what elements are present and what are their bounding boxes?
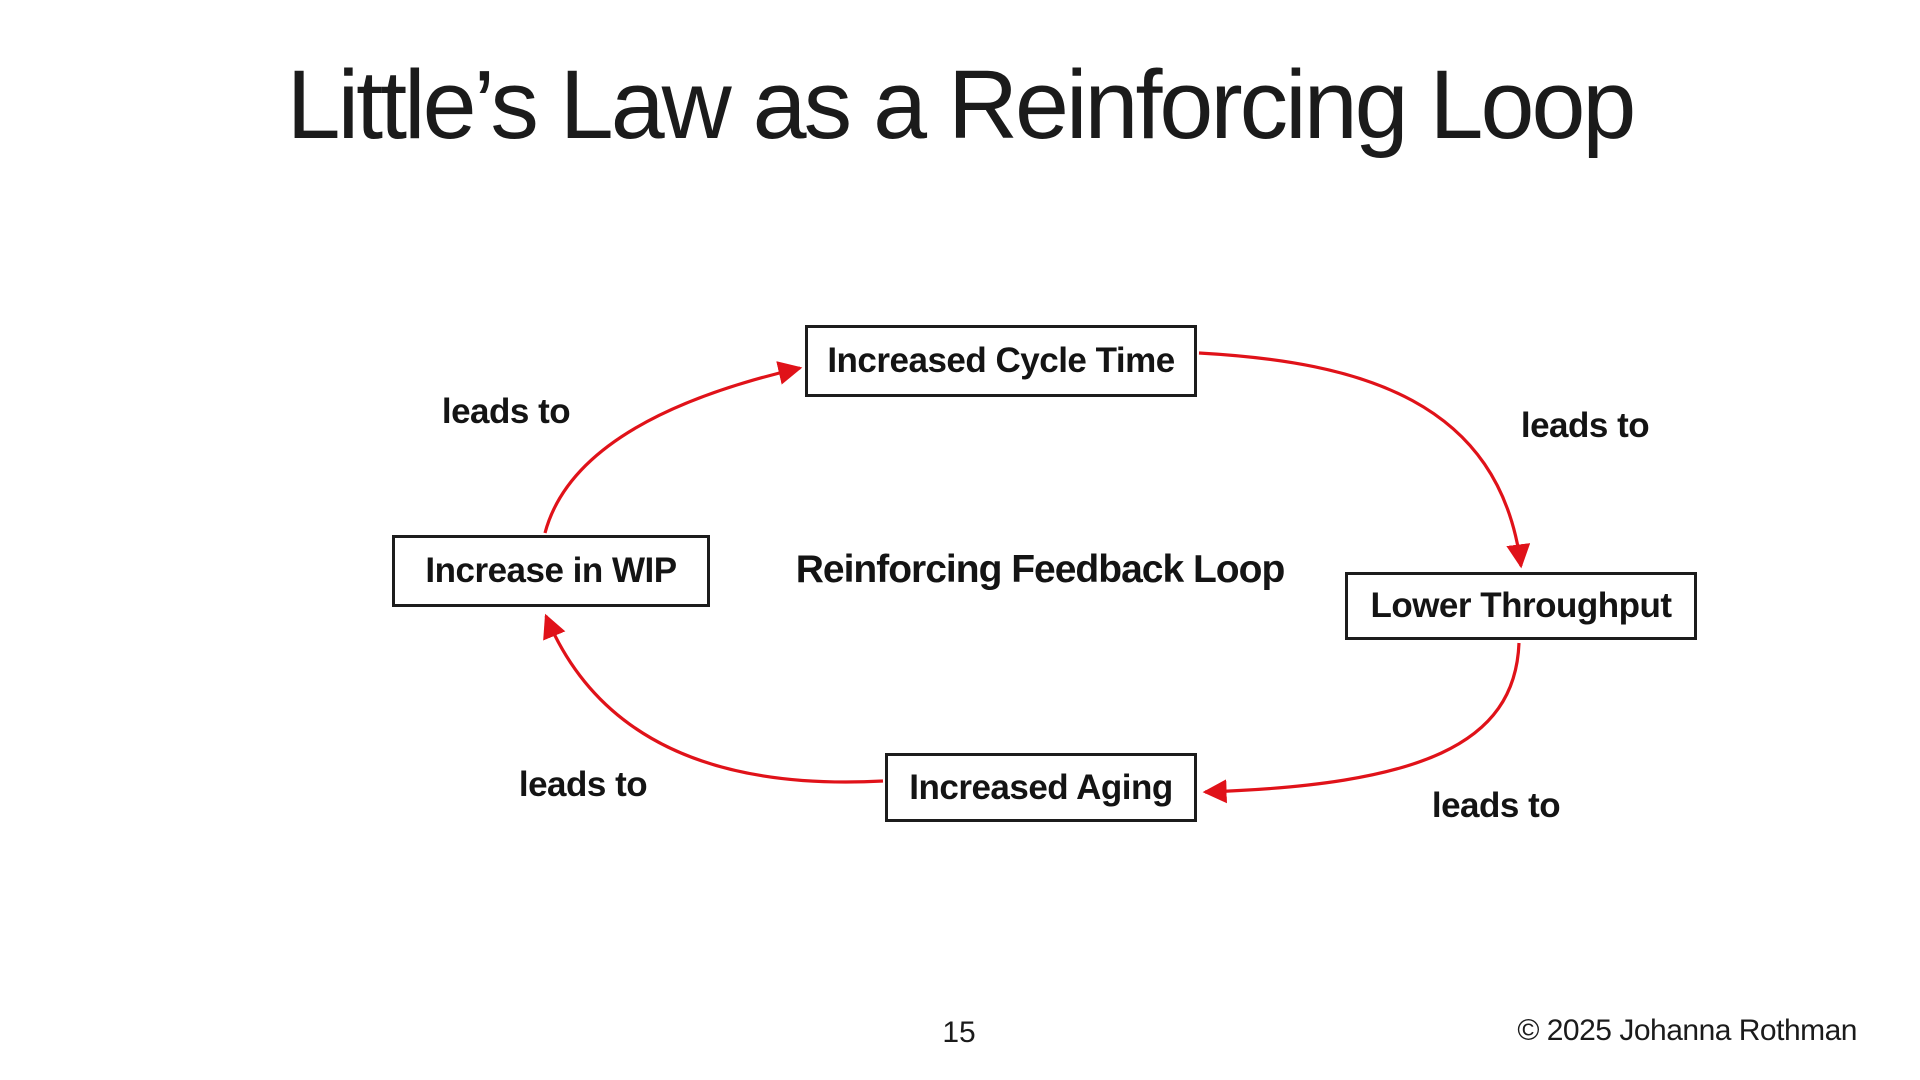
node-lower-throughput: Lower Throughput <box>1345 572 1697 640</box>
edge-label-wip-to-cycle-time: leads to <box>441 392 571 431</box>
arrow-aging-to-wip <box>543 613 884 784</box>
center-label-reinforcing-feedback-loop: Reinforcing Feedback Loop <box>795 548 1286 591</box>
node-increased-cycle-time: Increased Cycle Time <box>805 325 1197 397</box>
arrow-cycle-time-to-throughput <box>1198 351 1531 569</box>
edge-label-cycle-time-to-throughput: leads to <box>1520 406 1650 445</box>
arrow-throughput-to-aging <box>1202 642 1521 804</box>
copyright: © 2025 Johanna Rothman <box>1517 1014 1857 1047</box>
edge-label-throughput-to-aging: leads to <box>1431 786 1561 825</box>
page-number: 15 <box>942 1016 976 1049</box>
edge-label-aging-to-wip: leads to <box>518 765 648 804</box>
slide-title: Little’s Law as a Reinforcing Loop <box>286 50 1637 159</box>
node-increase-in-wip: Increase in WIP <box>392 535 710 607</box>
arrow-wip-to-cycle-time <box>543 361 803 534</box>
node-increased-aging: Increased Aging <box>885 753 1197 822</box>
